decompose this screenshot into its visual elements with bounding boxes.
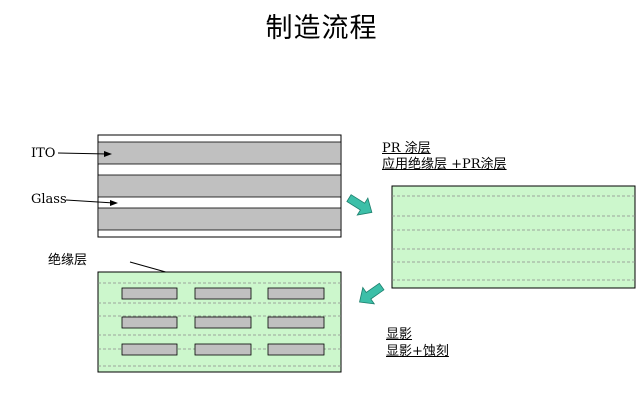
ito-pointer-line <box>57 152 109 155</box>
pr-layer-rect <box>391 185 636 289</box>
ito-pad <box>194 316 252 329</box>
glass-pointer-head <box>110 200 118 206</box>
ito-pad <box>121 287 178 300</box>
glass-pointer-line <box>65 199 115 204</box>
ito-pad <box>121 316 178 329</box>
ito-band-1 <box>97 141 342 165</box>
page-title: 制造流程 <box>265 13 378 44</box>
insulator-label: 绝缘层 <box>48 253 88 268</box>
glass-substrate <box>97 134 342 238</box>
ito-pad <box>121 343 178 356</box>
ito-pad <box>194 287 252 300</box>
apply-insulator-pr-label: 应用绝缘层 +PR涂层 <box>382 157 507 172</box>
ito-pad <box>267 343 325 356</box>
etched-pattern <box>97 271 342 373</box>
ito-pointer-head <box>104 151 112 157</box>
ito-band-2 <box>97 174 342 198</box>
develop-label: 显影 <box>386 327 413 342</box>
glass-label: Glass <box>31 192 67 207</box>
pr-coating-label: PR 涂层 <box>382 141 431 156</box>
ito-pad <box>267 287 325 300</box>
ito-pad <box>194 343 252 356</box>
ito-pad <box>267 316 325 329</box>
ito-band-3 <box>97 207 342 231</box>
right-arrow-icon <box>346 194 373 216</box>
pr-coated-layer <box>391 185 636 289</box>
develop-etch-label: 显影+蚀刻 <box>386 344 449 359</box>
ito-label: ITO <box>31 146 56 161</box>
down-left-arrow-icon <box>359 282 385 305</box>
